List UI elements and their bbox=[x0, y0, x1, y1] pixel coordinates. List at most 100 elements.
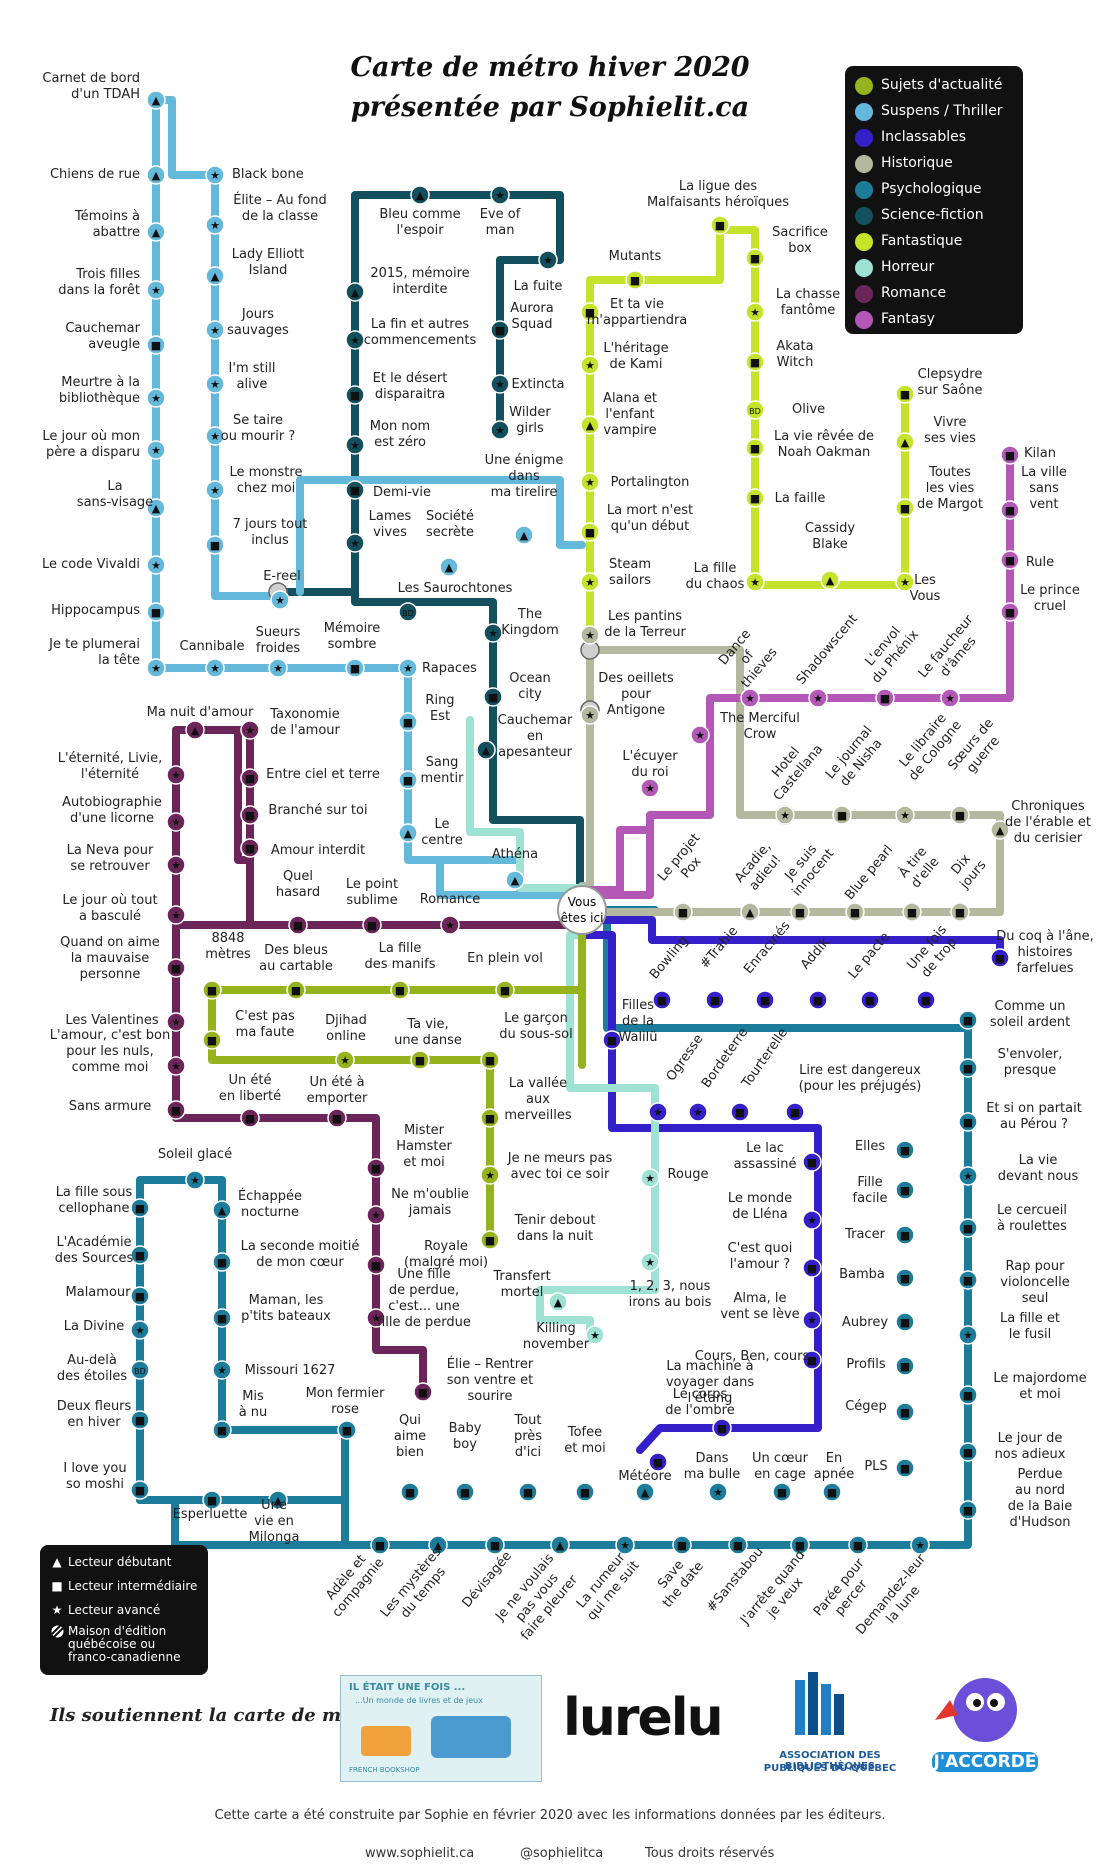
station-dot[interactable] bbox=[958, 1058, 978, 1078]
station-dot[interactable] bbox=[648, 1102, 668, 1122]
station[interactable]: ■ bbox=[166, 1100, 186, 1120]
station-dot[interactable] bbox=[672, 1535, 692, 1555]
station-dot[interactable] bbox=[439, 557, 459, 577]
station-dot[interactable] bbox=[745, 438, 765, 458]
station[interactable]: ■ bbox=[958, 1010, 978, 1030]
station[interactable]: ■ bbox=[648, 1452, 668, 1472]
station[interactable]: BD bbox=[745, 400, 765, 420]
station[interactable]: ■ bbox=[895, 498, 915, 518]
station[interactable]: ★ bbox=[345, 533, 365, 553]
station-dot[interactable] bbox=[240, 1108, 260, 1128]
station[interactable]: ■ bbox=[895, 1225, 915, 1245]
station[interactable]: ★ bbox=[146, 440, 166, 460]
station-dot[interactable] bbox=[480, 1230, 500, 1250]
station-dot[interactable] bbox=[802, 1310, 822, 1330]
station-dot[interactable] bbox=[166, 905, 186, 925]
station-dot[interactable] bbox=[345, 385, 365, 405]
station[interactable]: ■ bbox=[802, 1152, 822, 1172]
station-dot[interactable] bbox=[366, 1205, 386, 1225]
station-dot[interactable] bbox=[580, 302, 600, 322]
station[interactable]: ■ bbox=[895, 1140, 915, 1160]
station[interactable]: ★ bbox=[205, 215, 225, 235]
station-dot[interactable] bbox=[602, 1030, 622, 1050]
station[interactable]: ★ bbox=[130, 1320, 150, 1340]
station[interactable]: ★ bbox=[745, 572, 765, 592]
station[interactable]: ★ bbox=[166, 1012, 186, 1032]
station[interactable]: ■ bbox=[958, 1385, 978, 1405]
station-dot[interactable] bbox=[455, 1482, 475, 1502]
station-dot[interactable] bbox=[832, 805, 852, 825]
station[interactable]: ■ bbox=[345, 385, 365, 405]
station[interactable]: ★ bbox=[205, 374, 225, 394]
station-dot[interactable] bbox=[286, 980, 306, 1000]
station-dot[interactable] bbox=[895, 1225, 915, 1245]
station-dot[interactable] bbox=[366, 1255, 386, 1275]
station-dot[interactable] bbox=[580, 415, 600, 435]
station[interactable]: ▲ bbox=[548, 1292, 568, 1312]
station-dot[interactable] bbox=[485, 1535, 505, 1555]
station[interactable]: ★ bbox=[958, 1166, 978, 1186]
station[interactable]: ★ bbox=[335, 1050, 355, 1070]
station[interactable]: ★ bbox=[440, 915, 460, 935]
station-dot[interactable] bbox=[130, 1286, 150, 1306]
station[interactable]: ■ bbox=[710, 215, 730, 235]
station[interactable]: ▲ bbox=[476, 740, 496, 760]
station[interactable]: ★ bbox=[808, 688, 828, 708]
station[interactable]: ★ bbox=[166, 905, 186, 925]
station-dot[interactable] bbox=[730, 1102, 750, 1122]
station[interactable]: ★ bbox=[146, 388, 166, 408]
station-dot[interactable] bbox=[205, 165, 225, 185]
station[interactable]: ▲ bbox=[580, 415, 600, 435]
station[interactable]: ▲ bbox=[635, 1482, 655, 1502]
station[interactable]: ■ bbox=[575, 1482, 595, 1502]
station-dot[interactable] bbox=[413, 1382, 433, 1402]
station[interactable]: ■ bbox=[728, 1535, 748, 1555]
station-dot[interactable] bbox=[490, 320, 510, 340]
station-dot[interactable] bbox=[640, 1168, 660, 1188]
station[interactable]: ▲ bbox=[212, 1200, 232, 1220]
station-dot[interactable] bbox=[205, 480, 225, 500]
station-dot[interactable] bbox=[185, 720, 205, 740]
station-dot[interactable] bbox=[480, 1165, 500, 1185]
station[interactable]: ★ bbox=[640, 1168, 660, 1188]
station-dot[interactable] bbox=[575, 1482, 595, 1502]
station-dot[interactable] bbox=[1000, 602, 1020, 622]
station[interactable]: ■ bbox=[958, 1112, 978, 1132]
station-dot[interactable] bbox=[390, 980, 410, 1000]
station[interactable]: ■ bbox=[286, 980, 306, 1000]
station[interactable]: ★ bbox=[580, 472, 600, 492]
station-dot[interactable] bbox=[130, 1245, 150, 1265]
station[interactable]: ★ bbox=[580, 625, 600, 645]
station-dot[interactable] bbox=[362, 915, 382, 935]
station[interactable]: ■ bbox=[950, 902, 970, 922]
station[interactable]: ▲ bbox=[505, 870, 525, 890]
station[interactable]: ★ bbox=[615, 1535, 635, 1555]
station-dot[interactable] bbox=[505, 870, 525, 890]
station-dot[interactable] bbox=[690, 725, 710, 745]
station-dot[interactable] bbox=[146, 90, 166, 110]
station-dot[interactable] bbox=[490, 420, 510, 440]
station-dot[interactable] bbox=[990, 820, 1010, 840]
station[interactable]: ▲ bbox=[398, 823, 418, 843]
station-dot[interactable] bbox=[130, 1198, 150, 1218]
station-dot[interactable] bbox=[337, 1420, 357, 1440]
station-dot[interactable] bbox=[895, 1268, 915, 1288]
station-dot[interactable] bbox=[240, 768, 260, 788]
station[interactable]: ■ bbox=[790, 1535, 810, 1555]
station[interactable]: ■ bbox=[146, 602, 166, 622]
station-dot[interactable] bbox=[745, 352, 765, 372]
station[interactable]: ▲ bbox=[990, 820, 1010, 840]
station-dot[interactable] bbox=[240, 720, 260, 740]
station[interactable]: ★ bbox=[490, 185, 510, 205]
station[interactable]: ★ bbox=[775, 805, 795, 825]
station[interactable]: ★ bbox=[490, 420, 510, 440]
station[interactable]: ■ bbox=[1000, 550, 1020, 570]
station[interactable]: ■ bbox=[337, 1420, 357, 1440]
station-dot[interactable] bbox=[790, 1535, 810, 1555]
station[interactable]: ■ bbox=[327, 1108, 347, 1128]
station-dot[interactable] bbox=[820, 570, 840, 590]
station-dot[interactable] bbox=[400, 1482, 420, 1502]
station-dot[interactable] bbox=[580, 705, 600, 725]
station[interactable]: ★ bbox=[580, 355, 600, 375]
station[interactable]: ■ bbox=[146, 335, 166, 355]
